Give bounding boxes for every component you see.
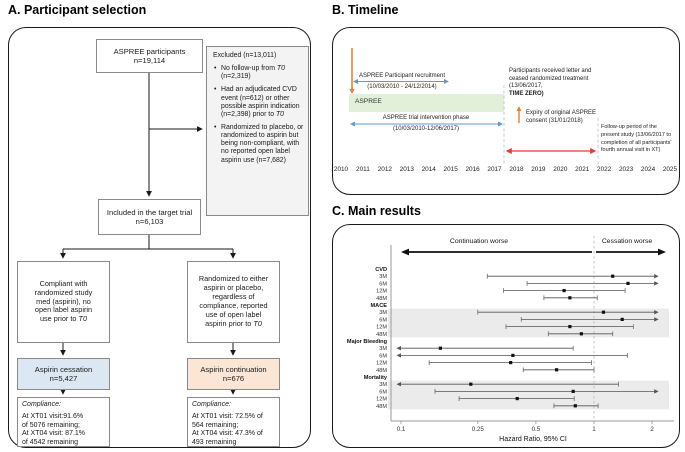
svg-text:12M: 12M xyxy=(376,325,387,331)
svg-text:6M: 6M xyxy=(379,281,387,287)
svg-text:0.1: 0.1 xyxy=(397,426,406,433)
svg-text:3M: 3M xyxy=(379,346,387,352)
excluded-bullet-list: No follow-up from T0 (n=2,319) Had an ad… xyxy=(213,65,304,165)
excluded-bullet-2: Had an adjudicated CVD event (n=612) or … xyxy=(213,86,304,119)
svg-text:CVD: CVD xyxy=(375,267,387,273)
svg-text:48M: 48M xyxy=(376,332,387,338)
svg-text:3M: 3M xyxy=(379,310,387,316)
aspirin-cessation-box: Aspirin cessation n=5,427 xyxy=(17,358,110,390)
year-label: 2014 xyxy=(421,166,436,173)
aspree-bar-label: ASPREE xyxy=(355,98,382,105)
excluded-box: Excluded (n=13,011) No follow-up from T0… xyxy=(206,46,309,216)
year-label: 2013 xyxy=(399,166,414,173)
year-label: 2015 xyxy=(443,166,458,173)
svg-text:Hazard Ratio, 95% CI: Hazard Ratio, 95% CI xyxy=(499,436,567,443)
compliance-heading: Compliance: xyxy=(22,401,61,408)
panel-c-title: C. Main results xyxy=(332,204,421,218)
year-label: 2025 xyxy=(662,166,678,173)
svg-text:0.5: 0.5 xyxy=(532,426,541,433)
compliance-left-text: At XT01 visit:91.6% of 5076 remaining; A… xyxy=(22,412,86,446)
open-label-branch-box: Randomized to either aspirin or placebo,… xyxy=(187,261,280,343)
svg-text:12M: 12M xyxy=(376,289,387,295)
svg-text:48M: 48M xyxy=(376,404,387,410)
year-label: 2011 xyxy=(356,166,370,173)
t0-italic: T0 xyxy=(275,110,285,118)
compliance-right-text: At XT01 visit: 72.5% of 564 remaining; A… xyxy=(192,412,263,446)
followup-period-label: Follow-up period of the present study (1… xyxy=(601,124,672,154)
svg-text:Cessation worse: Cessation worse xyxy=(602,238,652,245)
aspirin-continuation-box: Aspirin continuation n=676 xyxy=(187,358,280,390)
panel-a-title: A. Participant selection xyxy=(8,3,147,17)
time-zero-label: Participants received letter and ceased … xyxy=(509,68,609,99)
excluded-bullet-3: Randomized to placebo, or randomized to … xyxy=(213,124,304,165)
timeline-panel: ASPREE Participant recruitment (10/03/20… xyxy=(332,27,680,195)
recruitment-label: ASPREE Participant recruitment xyxy=(358,73,446,79)
time-zero-bold: TIME ZERO) xyxy=(509,91,544,98)
recruitment-dates: (10/03/2010 - 24/12/2014) xyxy=(367,83,437,90)
forest-plot-svg: Continuation worse Cessation worse 0.1 0.25… xyxy=(347,236,674,443)
svg-text:6M: 6M xyxy=(379,317,387,323)
year-label: 2019 xyxy=(531,166,546,173)
participant-selection-panel: ASPREE participants n=19,114 Excluded (n… xyxy=(8,27,311,448)
consent-expiry-label: Expiry of original ASPREE consent (31/01… xyxy=(526,110,597,124)
year-label: 2010 xyxy=(333,166,349,173)
year-label: 2012 xyxy=(377,166,392,173)
included-box: Included in the target trial n=6,103 xyxy=(98,199,201,235)
flowchart-arrows-svg xyxy=(60,73,236,395)
intervention-dates: (10/03/2010-12/06/2017) xyxy=(392,126,460,132)
excluded-title: Excluded (n=13,011) xyxy=(213,52,277,59)
aspree-participants-box: ASPREE participants n=19,114 xyxy=(96,39,203,73)
svg-text:Continuation worse: Continuation worse xyxy=(450,238,508,245)
svg-text:0.25: 0.25 xyxy=(472,426,485,433)
svg-text:6M: 6M xyxy=(379,389,387,395)
compliance-right-box: Compliance: At XT01 visit: 72.5% of 564 … xyxy=(187,397,280,447)
intervention-label: ASPREE trial intervention phase xyxy=(382,115,470,121)
svg-text:6M: 6M xyxy=(379,353,387,359)
svg-text:2: 2 xyxy=(650,426,654,433)
year-label: 2020 xyxy=(553,166,568,173)
year-label: 2024 xyxy=(640,166,656,173)
compliant-branch-box: Compliant with randomized study med (asp… xyxy=(17,261,110,343)
year-label: 2022 xyxy=(597,166,612,173)
svg-text:3M: 3M xyxy=(379,382,387,388)
svg-text:MACE: MACE xyxy=(371,303,388,309)
svg-text:Major Bleeding: Major Bleeding xyxy=(347,339,388,345)
t0-italic: T0 xyxy=(276,65,285,73)
svg-text:48M: 48M xyxy=(376,368,387,374)
svg-text:12M: 12M xyxy=(376,397,387,403)
t0-italic: T0 xyxy=(78,314,88,324)
compliance-heading: Compliance: xyxy=(192,401,231,408)
excluded-bullet-1: No follow-up from T0 (n=2,319) xyxy=(213,65,304,81)
svg-text:1: 1 xyxy=(592,426,596,433)
year-label: 2018 xyxy=(509,166,524,173)
t0-italic: T0 xyxy=(253,318,262,328)
svg-text:12M: 12M xyxy=(376,361,387,367)
main-results-panel: Continuation worse Cessation worse 0.1 0.25… xyxy=(332,224,680,448)
svg-text:Mortality: Mortality xyxy=(364,375,388,381)
year-label: 2023 xyxy=(618,166,634,173)
compliance-left-box: Compliance: At XT01 visit:91.6% of 5076 … xyxy=(17,397,110,447)
year-label: 2021 xyxy=(575,166,590,173)
svg-text:48M: 48M xyxy=(376,296,387,302)
year-label: 2016 xyxy=(465,166,480,173)
year-label: 2017 xyxy=(487,166,502,173)
timeline-shapes-svg xyxy=(349,48,599,164)
svg-text:3M: 3M xyxy=(379,274,387,280)
panel-b-title: B. Timeline xyxy=(332,3,399,17)
